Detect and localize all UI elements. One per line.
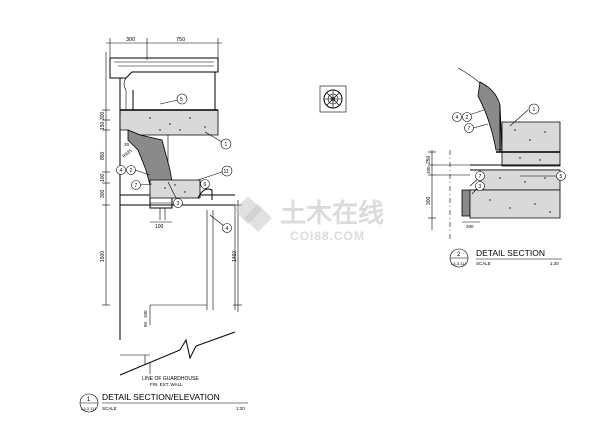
detail-1-section-elevation: 300 750 xyxy=(79,37,248,413)
callout-1: 1 xyxy=(220,138,232,150)
detail-1-concrete-texture xyxy=(149,117,206,193)
detail-1-title-block: 1 L3-3.111 DETAIL SECTION/ELEVATION SCAL… xyxy=(79,392,248,413)
svg-text:6: 6 xyxy=(204,182,207,188)
callout-3: 3 xyxy=(173,198,183,208)
dim-d2-250: 250 xyxy=(426,155,432,164)
dim-v-300: 300 xyxy=(100,111,106,120)
svg-text:3: 3 xyxy=(177,201,180,207)
detail-1-scale-label: SCALE xyxy=(102,406,117,411)
dim-v-850: 850 xyxy=(100,151,106,160)
dim-v-1500: 1500 xyxy=(100,251,106,262)
callout-7: 7 xyxy=(131,180,141,190)
dim-v-300b: 300 xyxy=(100,189,106,198)
detail-1-top-dimensions: 300 750 xyxy=(106,37,222,60)
watermark-sub-text: COI88.COM xyxy=(290,229,365,243)
svg-text:3: 3 xyxy=(479,184,482,190)
detail-1-cap xyxy=(149,188,213,220)
dim-radius: R925 xyxy=(121,148,133,159)
detail-1-left-dimensions: 300 150 850 100 300 1500 xyxy=(100,52,110,306)
svg-text:4: 4 xyxy=(456,115,459,121)
detail-2-title-block: 2 L3-3.111 DETAIL SECTION SCALE 1:20 xyxy=(449,248,562,268)
detail-2-scale-label: SCALE xyxy=(476,261,491,266)
svg-text:7: 7 xyxy=(479,174,482,180)
svg-text:1: 1 xyxy=(533,107,536,113)
callout-d2-1: 1 xyxy=(528,103,540,115)
rosette-symbol xyxy=(319,85,347,113)
callout-4: 4 xyxy=(116,165,126,175)
detail-2-scale-value: 1:20 xyxy=(550,261,559,266)
note-fin-ext-wall: FIN. EXT. WALL xyxy=(150,382,183,387)
svg-text:11: 11 xyxy=(224,169,229,175)
detail-1-small-dimensions: 25 R925 100 100 50 xyxy=(121,142,172,327)
detail-2-sheet: L3-3.111 xyxy=(451,261,467,266)
dim-h-100: 100 xyxy=(155,224,164,230)
svg-text:2: 2 xyxy=(130,168,133,174)
watermark-main-text: 土木在线 xyxy=(280,198,384,228)
svg-text:5: 5 xyxy=(560,174,563,180)
callout-6: 6 xyxy=(200,179,210,189)
callout-d2-4: 4 xyxy=(452,112,462,122)
detail-2-title: DETAIL SECTION xyxy=(476,248,545,258)
callout-d2-7: 7 xyxy=(464,123,474,133)
svg-text:5: 5 xyxy=(180,97,183,103)
dim-d2-300: 300 xyxy=(426,196,432,205)
watermark: 土木在线 COI88.COM xyxy=(234,196,384,243)
detail-1-leaders xyxy=(134,99,225,227)
detail-2-slab xyxy=(461,121,561,219)
detail-2-number: 2 xyxy=(457,252,461,258)
detail-2-capping xyxy=(457,67,503,152)
callout-d2-7b: 7 xyxy=(475,171,485,181)
dim-v-100b: 100 xyxy=(143,310,148,318)
svg-text:1: 1 xyxy=(225,142,228,148)
svg-text:4: 4 xyxy=(120,168,123,174)
svg-text:4: 4 xyxy=(226,226,229,232)
dim-v-1460: 1460 xyxy=(232,251,238,262)
dim-h-25: 25 xyxy=(124,142,130,147)
dim-v-50: 50 xyxy=(143,321,148,327)
callout-4b: 4 xyxy=(222,223,232,233)
dim-top-750: 750 xyxy=(176,37,185,43)
detail-1-number: 1 xyxy=(87,397,91,403)
callout-2: 2 xyxy=(126,165,136,175)
svg-text:2: 2 xyxy=(466,115,469,121)
callout-5: 5 xyxy=(176,93,188,105)
dim-v-100: 100 xyxy=(100,173,106,182)
detail-2-section: 250 100 300 200 4 2 xyxy=(426,67,566,268)
note-line-of-guardhouse: LINE OF GUARDHOUSE xyxy=(142,376,199,382)
callout-11: 11 xyxy=(221,165,233,177)
detail-1-sheet: L3-3.111 xyxy=(81,406,97,411)
svg-text:7: 7 xyxy=(468,126,471,132)
detail-1-title: DETAIL SECTION/ELEVATION xyxy=(102,392,220,402)
detail-1-note: LINE OF GUARDHOUSE FIN. EXT. WALL xyxy=(142,363,199,387)
dim-v-150: 150 xyxy=(100,121,106,130)
detail-1-ground-line xyxy=(119,331,236,376)
detail-1-slab xyxy=(119,109,219,199)
detail-2-callouts: 4 2 7 1 7 3 5 xyxy=(452,103,566,191)
dim-d2-100: 100 xyxy=(426,166,431,174)
callout-d2-2: 2 xyxy=(462,112,472,122)
callout-d2-3: 3 xyxy=(475,181,485,191)
detail-1-cornice xyxy=(109,57,219,110)
detail-1-scale-value: 1:20 xyxy=(236,406,245,411)
svg-text:7: 7 xyxy=(135,183,138,189)
dim-top-300: 300 xyxy=(126,37,135,43)
dim-d2-200: 200 xyxy=(466,224,474,229)
callout-d2-5: 5 xyxy=(556,171,566,181)
detail-1-callouts: 5 1 4 2 7 3 11 xyxy=(116,93,233,233)
detail-2-concrete-texture xyxy=(489,129,551,213)
detail-1-right-dimension: 1460 xyxy=(232,200,242,312)
detail-2-dimensions: 250 100 300 200 xyxy=(426,150,480,240)
